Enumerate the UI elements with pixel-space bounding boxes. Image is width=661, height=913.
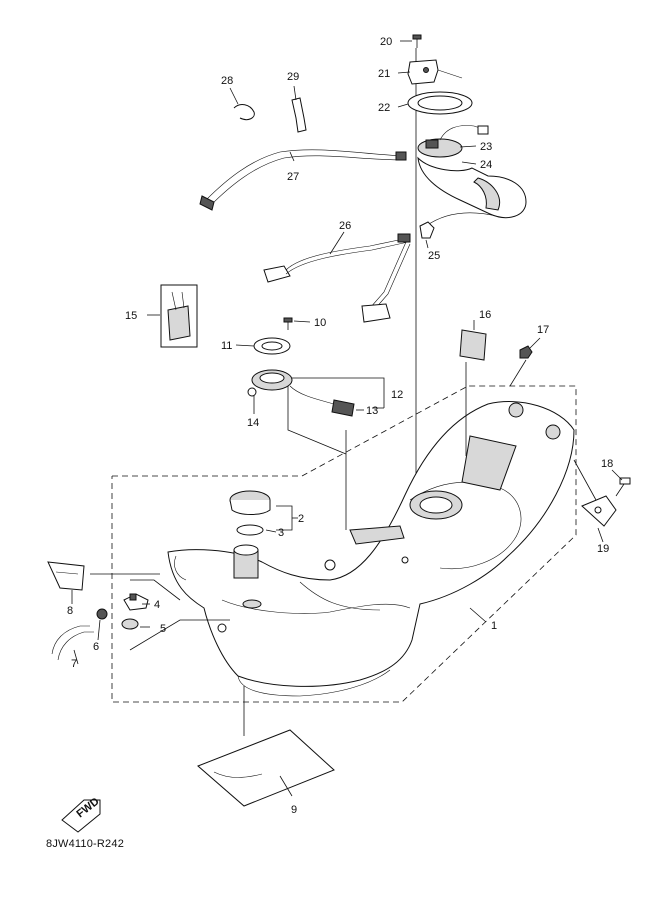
hose-clip-28 <box>233 104 255 121</box>
manual-9 <box>197 729 335 807</box>
gasket-22 <box>407 91 473 115</box>
diagram-code: 8JW4110-R242 <box>46 838 125 850</box>
callout-3: 3 <box>278 527 284 539</box>
filler-neck <box>233 544 259 579</box>
callout-19: 19 <box>597 543 609 555</box>
callout-17: 17 <box>537 324 549 336</box>
callout-7: 7 <box>71 658 77 670</box>
callout-numbers: 1 2 3 4 5 6 7 8 9 10 11 12 13 14 15 16 1… <box>67 36 613 816</box>
screw-10 <box>283 317 293 330</box>
fuel-pump-24 <box>417 156 527 227</box>
damper-gasket <box>242 599 262 609</box>
callout-18: 18 <box>601 458 613 470</box>
clip-6 <box>96 608 108 620</box>
callout-29: 29 <box>287 71 299 83</box>
gasket-3 <box>236 524 264 536</box>
label-15 <box>160 284 198 348</box>
callout-1: 1 <box>491 620 497 632</box>
callout-8: 8 <box>67 605 73 617</box>
hose-7 <box>51 625 94 661</box>
pad-16 <box>459 329 487 361</box>
bracket-21 <box>407 59 463 85</box>
gasket-11 <box>253 337 291 355</box>
callout-24: 24 <box>480 159 492 171</box>
fuel-tank <box>167 401 575 697</box>
callout-16: 16 <box>479 309 491 321</box>
callout-4: 4 <box>154 599 160 611</box>
callout-26: 26 <box>339 220 351 232</box>
nut-25 <box>419 221 435 239</box>
callout-15: 15 <box>125 310 137 322</box>
label-8 <box>47 561 85 591</box>
fuel-hose-26 <box>263 233 411 323</box>
callout-14: 14 <box>247 417 259 429</box>
damper-5 <box>121 618 139 630</box>
nut-17 <box>519 345 533 359</box>
callout-27: 27 <box>287 171 299 183</box>
callout-11: 11 <box>221 340 232 352</box>
callout-5: 5 <box>160 623 166 635</box>
bolt-18 <box>615 477 631 497</box>
fuel-sender-12 <box>251 369 355 417</box>
screw-14 <box>247 387 257 397</box>
callout-22: 22 <box>378 102 390 114</box>
callout-23: 23 <box>480 141 492 153</box>
bracket-19 <box>581 495 617 527</box>
callout-13: 13 <box>366 405 378 417</box>
callout-28: 28 <box>221 75 233 87</box>
tank-assembly-outline <box>111 385 577 703</box>
callout-6: 6 <box>93 641 99 653</box>
callout-10: 10 <box>314 317 326 329</box>
fuel-pump-top-23 <box>417 125 489 158</box>
fuel-cap-2 <box>229 490 271 515</box>
leader-lines <box>71 40 623 797</box>
breather-hose-27 <box>199 149 407 211</box>
fwd-arrow-icon: FWD <box>61 795 102 833</box>
callout-25: 25 <box>428 250 440 262</box>
callout-9: 9 <box>291 804 297 816</box>
callout-20: 20 <box>380 36 392 48</box>
callout-2: 2 <box>298 513 304 525</box>
cock-4 <box>123 593 149 611</box>
callout-21: 21 <box>378 68 390 80</box>
band-29 <box>291 97 307 133</box>
callout-12: 12 <box>391 389 403 401</box>
screw-20 <box>412 34 422 48</box>
